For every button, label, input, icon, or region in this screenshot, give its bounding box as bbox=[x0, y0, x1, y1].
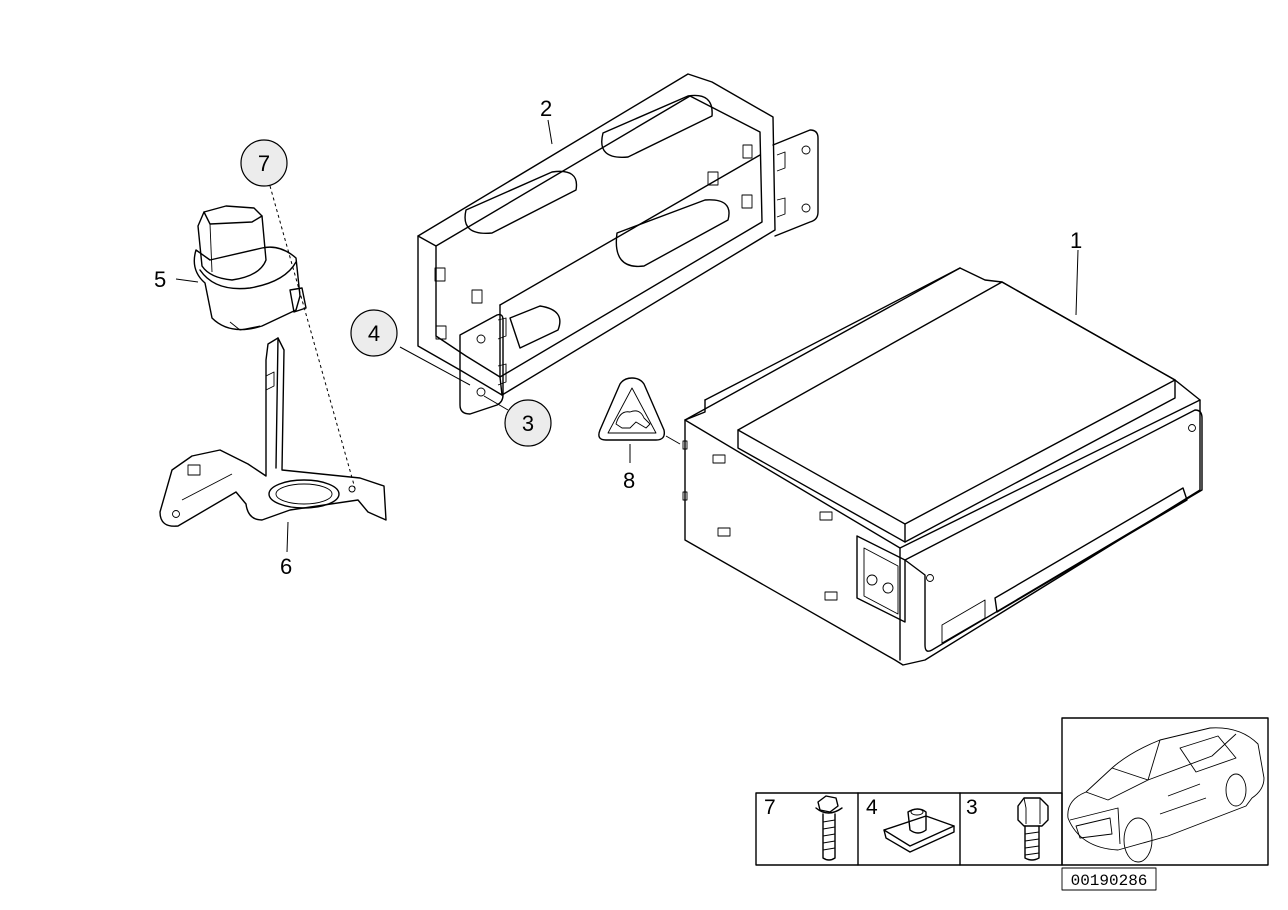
diagram-code-box: 00190286 bbox=[1061, 867, 1157, 891]
mounting-frame-part[interactable] bbox=[417, 73, 819, 415]
svg-text:6: 6 bbox=[280, 554, 292, 579]
callout-6: 6 bbox=[280, 554, 292, 579]
svg-text:4: 4 bbox=[866, 796, 878, 819]
callout-5: 5 bbox=[154, 267, 166, 292]
callout-1: 1 bbox=[1070, 228, 1082, 253]
svg-text:7: 7 bbox=[258, 151, 270, 176]
svg-text:4: 4 bbox=[368, 321, 380, 346]
svg-text:1: 1 bbox=[1070, 228, 1082, 253]
fastener-cell-hex-bolt[interactable]: 3 bbox=[966, 796, 1049, 861]
svg-text:8: 8 bbox=[623, 468, 635, 493]
fastener-box: 7 4 3 bbox=[755, 792, 1063, 866]
callout-4: 4 bbox=[350, 309, 398, 357]
fastener-cell-clip-nut[interactable]: 4 bbox=[866, 796, 955, 853]
callout-leaders bbox=[175, 119, 1079, 553]
callout-7: 7 bbox=[240, 139, 288, 187]
vehicle-thumbnail bbox=[1061, 717, 1269, 866]
callout-3: 3 bbox=[504, 399, 552, 447]
fastener-cell-screw[interactable]: 7 bbox=[764, 795, 843, 861]
screw-icon bbox=[815, 795, 843, 861]
svg-text:3: 3 bbox=[966, 796, 978, 819]
bracket-part[interactable] bbox=[159, 337, 387, 527]
sensor-part[interactable] bbox=[193, 205, 307, 331]
clip-nut-icon bbox=[883, 808, 955, 853]
svg-text:5: 5 bbox=[154, 267, 166, 292]
svg-text:3: 3 bbox=[522, 411, 534, 436]
svg-text:2: 2 bbox=[540, 96, 552, 121]
car-icon bbox=[1067, 727, 1265, 863]
hex-bolt-icon bbox=[1017, 797, 1049, 861]
callout-2: 2 bbox=[540, 96, 552, 121]
warning-label-part[interactable] bbox=[598, 377, 666, 441]
navigation-unit-part[interactable] bbox=[682, 267, 1203, 666]
svg-text:7: 7 bbox=[764, 796, 776, 819]
svg-text:00190286: 00190286 bbox=[1071, 872, 1148, 890]
callout-8: 8 bbox=[623, 468, 635, 493]
